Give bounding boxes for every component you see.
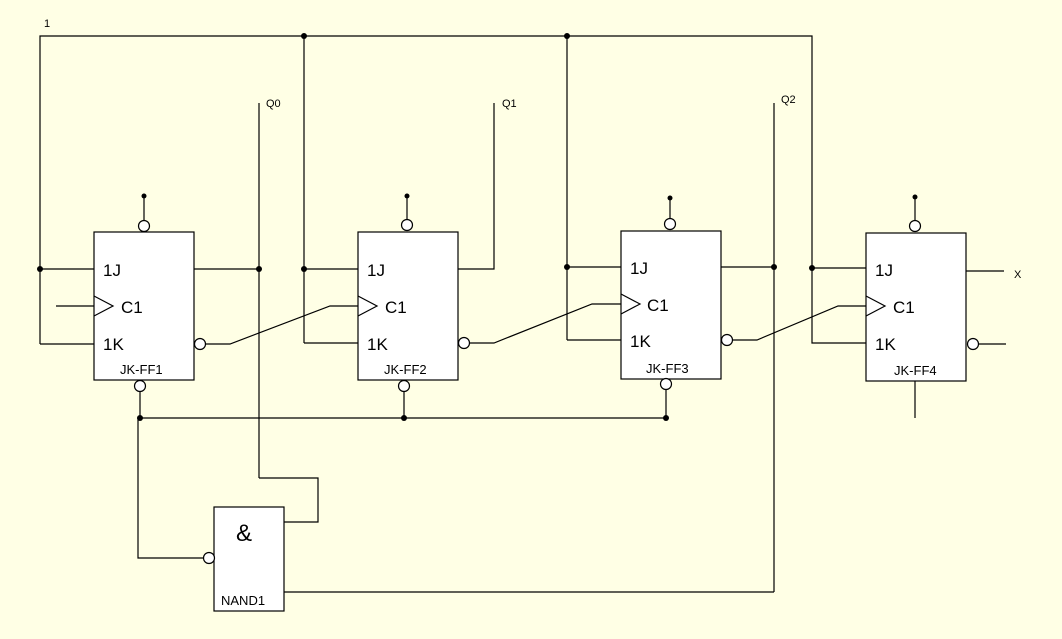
ff4-k-pin: 1K — [875, 335, 896, 354]
nand-gate: & NAND1 — [202, 477, 774, 612]
ff4-j-pin: 1J — [875, 261, 893, 280]
q0-net-label: Q0 — [266, 98, 281, 110]
ff3-k-pin: 1K — [630, 332, 651, 351]
ff1-j-pin: 1J — [103, 261, 121, 280]
nand-name-label: NAND1 — [221, 593, 265, 608]
x-output-label: X — [1014, 269, 1022, 281]
ff2-k-pin: 1K — [367, 335, 388, 354]
jk-flipflop-3: 1J C1 1K JK-FF3 — [564, 195, 774, 417]
ff2-name-label: JK-FF2 — [384, 362, 427, 377]
nand-symbol-label: & — [236, 520, 252, 547]
q1-net-label: Q1 — [502, 98, 517, 110]
reset-bus — [137, 415, 669, 559]
ff3-name-label: JK-FF3 — [646, 361, 689, 376]
vcc-net-label: 1 — [44, 18, 50, 30]
ff4-name-label: JK-FF4 — [894, 363, 937, 378]
q2-net-label: Q2 — [781, 94, 796, 106]
ff3-clock-pin: C1 — [647, 296, 669, 315]
jk-flipflop-2: 1J C1 1K JK-FF2 — [301, 103, 495, 418]
vcc-rail: 1 — [39, 18, 866, 344]
jk-flipflop-1: 1J C1 1K JK-FF1 — [37, 193, 259, 418]
clock-chain-wires — [206, 303, 866, 345]
jk-flipflop-4: 1J C1 1K JK-FF4 — [809, 194, 1006, 418]
ff1-k-pin: 1K — [103, 335, 124, 354]
ff1-name-label: JK-FF1 — [120, 362, 163, 377]
ff1-clock-pin: C1 — [121, 298, 143, 317]
ff2-j-pin: 1J — [367, 261, 385, 280]
ff3-j-pin: 1J — [630, 259, 648, 278]
ff2-clock-pin: C1 — [385, 298, 407, 317]
output-taps: Q0 Q1 Q2 X — [256, 94, 1022, 592]
ff4-clock-pin: C1 — [893, 298, 915, 317]
